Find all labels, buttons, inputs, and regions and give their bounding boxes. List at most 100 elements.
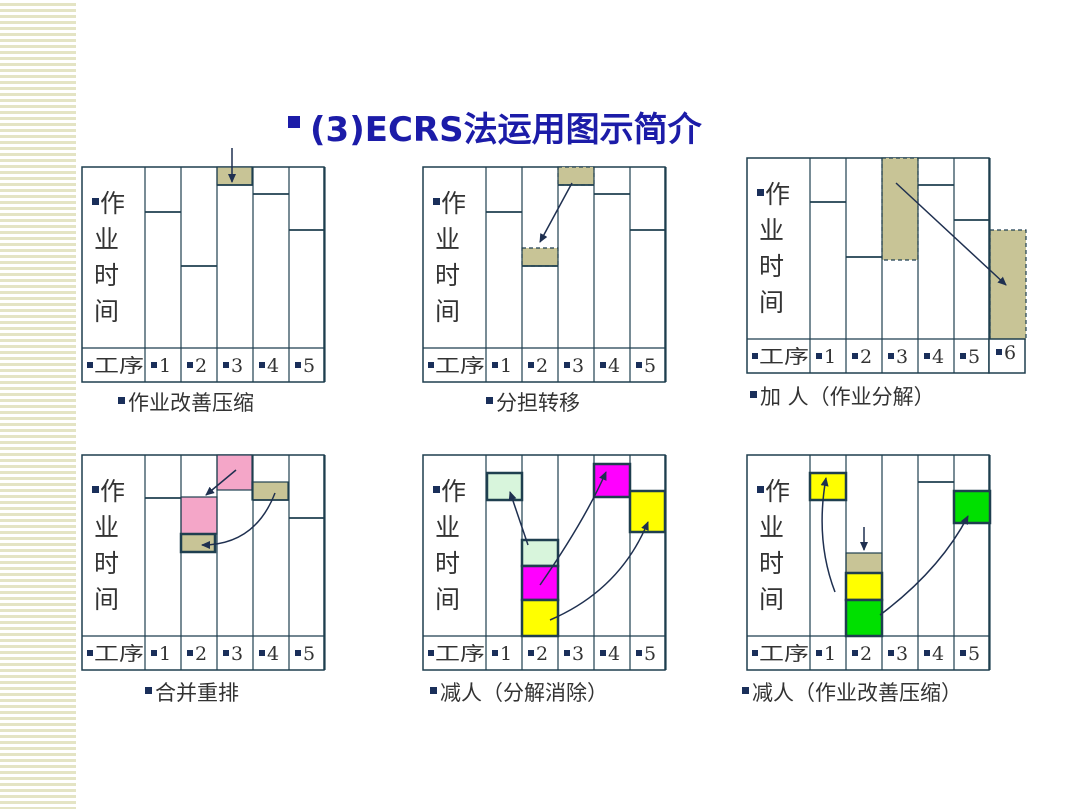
step-label: 2 (536, 355, 548, 377)
bullet-icon (888, 353, 894, 359)
bullet-icon (428, 650, 434, 656)
bullet-icon (996, 349, 1002, 355)
step-label: 2 (536, 643, 548, 665)
step-label: 3 (572, 355, 584, 377)
y-axis-label-char: 时 (759, 549, 784, 578)
x-axis-label: 工序 (759, 643, 809, 665)
bullet-icon (492, 650, 498, 656)
bullet-icon (151, 362, 157, 368)
khaki-time-block (216, 166, 253, 186)
step-label: 1 (824, 643, 836, 665)
bullet-icon (852, 650, 858, 656)
arrow-icon (205, 469, 237, 496)
bullet-icon (636, 650, 642, 656)
bullet-icon (259, 650, 265, 656)
yellow-time-block (628, 489, 667, 534)
decorative-stripe-border (0, 0, 76, 809)
bullet-icon (187, 362, 193, 368)
magenta-time-block (520, 564, 560, 602)
bullet-icon (960, 353, 966, 359)
khaki-time-block (989, 229, 1027, 341)
khaki-time-block (179, 532, 217, 554)
step-6-cell (988, 338, 1026, 374)
bullet-icon (600, 362, 606, 368)
bullet-icon (223, 650, 229, 656)
step-label: 1 (500, 355, 512, 377)
x-axis-label: 工序 (435, 355, 485, 377)
yellow-time-block (808, 471, 848, 502)
step-label: 2 (195, 643, 207, 665)
bullet-icon (528, 362, 534, 368)
panel-caption: 分担转移 (496, 391, 580, 415)
step-label: 2 (195, 355, 207, 377)
bullet-icon (564, 650, 570, 656)
step-label: 2 (860, 346, 872, 368)
y-axis-label-char: 作 (765, 477, 790, 506)
bullet-icon (528, 650, 534, 656)
bullet-icon (924, 650, 930, 656)
bullet-icon (486, 397, 493, 404)
yellow-time-block (520, 598, 560, 638)
step-label: 3 (231, 355, 243, 377)
green-time-block (952, 489, 992, 525)
arrow-icon (820, 477, 836, 593)
step-label: 2 (860, 643, 872, 665)
step-label: 4 (932, 346, 944, 368)
y-axis-label-char: 业 (435, 225, 460, 254)
khaki-time-block (845, 552, 883, 574)
bullet-icon (433, 198, 440, 205)
bullet-icon (757, 189, 764, 196)
y-axis-label-char: 作 (765, 180, 790, 209)
y-axis-label-char: 作 (441, 189, 466, 218)
step-label: 4 (608, 355, 620, 377)
y-axis-label-char: 作 (100, 477, 125, 506)
step-label: 5 (968, 643, 980, 665)
arrow-icon (201, 492, 276, 549)
panel-caption: 减人（分解消除） (440, 681, 608, 705)
step-label: 4 (608, 643, 620, 665)
panel-caption: 加 人（作业分解） (760, 385, 935, 409)
y-axis-label-char: 业 (94, 225, 119, 254)
bullet-icon (428, 362, 434, 368)
bullet-icon (118, 397, 125, 404)
step-label: 3 (572, 643, 584, 665)
x-axis-label: 工序 (759, 346, 809, 368)
panel-caption: 作业改善压缩 (128, 391, 254, 415)
bullet-icon (145, 687, 152, 694)
step-label: 1 (500, 643, 512, 665)
y-axis-label-char: 作 (441, 477, 466, 506)
bullet-icon (752, 650, 758, 656)
bullet-icon (92, 486, 99, 493)
step-label: 1 (159, 643, 171, 665)
bullet-icon (960, 650, 966, 656)
bullet-icon (816, 353, 822, 359)
khaki-time-block (251, 481, 289, 501)
step-label: 5 (644, 643, 656, 665)
bullet-icon (295, 650, 301, 656)
y-axis-label-char: 间 (435, 297, 460, 326)
arrow-icon (879, 515, 969, 616)
panel-caption: 合并重排 (155, 681, 239, 705)
bullet-icon (223, 362, 229, 368)
green-time-block (844, 598, 884, 638)
bullet-icon (636, 362, 642, 368)
bullet-icon (295, 362, 301, 368)
bullet-icon (433, 486, 440, 493)
arrow-icon (539, 471, 607, 586)
x-axis-label: 工序 (94, 355, 144, 377)
arrow-icon (895, 182, 1007, 286)
slide-title: (3)ECRS法运用图示简介 (288, 110, 703, 150)
yellow-time-block (844, 571, 884, 602)
step-label: 5 (303, 643, 315, 665)
panel-caption: 减人（作业改善压缩） (752, 681, 962, 705)
y-axis-label-char: 间 (759, 288, 784, 317)
step-label: 4 (267, 355, 279, 377)
y-axis-label-char: 业 (435, 513, 460, 542)
bullet-icon (816, 650, 822, 656)
y-axis-label-char: 业 (759, 216, 784, 245)
y-axis-label-char: 间 (94, 585, 119, 614)
